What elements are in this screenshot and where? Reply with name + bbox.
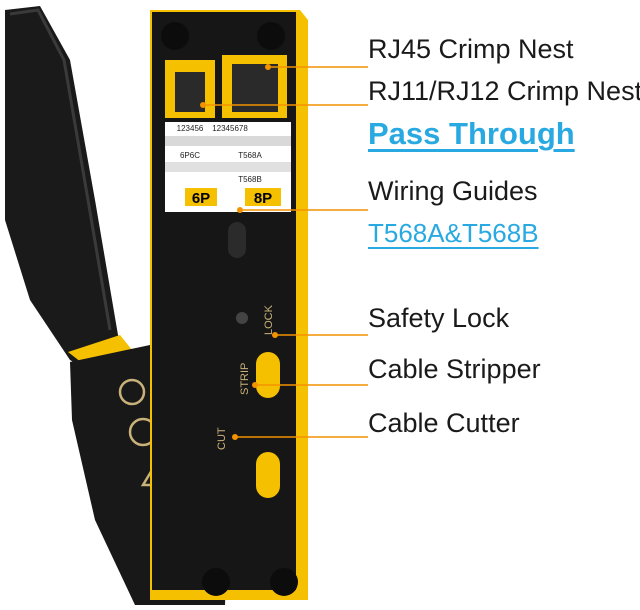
svg-text:6P6C: 6P6C (180, 151, 200, 160)
callout-safety-lock: Safety Lock (368, 303, 510, 333)
crimp-nests (165, 55, 287, 118)
svg-text:T568A: T568A (238, 151, 262, 160)
callout-wiring-standards: T568A&T568B (368, 218, 539, 248)
callout-pass-through: Pass Through (368, 116, 575, 151)
svg-text:123456: 123456 (177, 124, 204, 133)
svg-text:STRIP: STRIP (239, 363, 251, 395)
callout-rj11-crimp-nest: RJ11/RJ12 Crimp Nest (368, 76, 640, 106)
callout-rj45-crimp-nest: RJ45 Crimp Nest (368, 34, 574, 64)
svg-text:LOCK: LOCK (263, 304, 275, 335)
tool-handle (5, 6, 132, 380)
svg-text:6P: 6P (192, 190, 210, 207)
callout-cable-stripper: Cable Stripper (368, 354, 541, 384)
callout-cable-cutter: Cable Cutter (368, 408, 520, 438)
svg-text:T568B: T568B (238, 175, 262, 184)
wiring-guide-plate: 12345678 123456 T568A 6P6C T568B 8P 6P (165, 122, 291, 212)
svg-text:8P: 8P (254, 190, 272, 207)
svg-text:CUT: CUT (216, 427, 228, 450)
callout-wiring-guides: Wiring Guides (368, 176, 538, 206)
svg-text:12345678: 12345678 (212, 124, 248, 133)
leader-lines (203, 66, 368, 438)
